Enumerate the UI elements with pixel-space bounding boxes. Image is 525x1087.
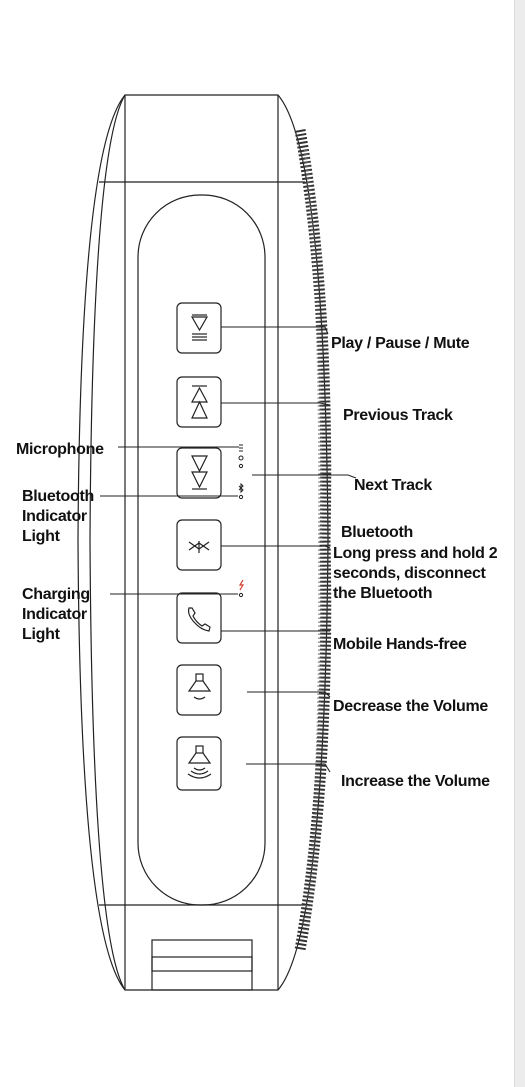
label-bluetooth: Bluetooth — [341, 523, 413, 543]
label-bluetooth-note: Long press and hold 2 seconds, disconnec… — [333, 544, 497, 604]
speaker-grille — [300, 130, 326, 950]
leader-bluetooth — [221, 546, 330, 548]
increase-volume-button[interactable] — [177, 737, 221, 790]
decrease-volume-button[interactable] — [177, 665, 221, 715]
leader-play — [221, 327, 328, 334]
leader-next — [252, 475, 356, 478]
previous-track-button[interactable] — [177, 377, 221, 427]
volume-down-icon — [189, 674, 210, 699]
next-track-icon — [192, 456, 207, 489]
label-play-pause-mute: Play / Pause / Mute — [331, 334, 469, 354]
play-pause-icon — [192, 315, 207, 340]
previous-track-icon — [192, 386, 207, 418]
speaker-left-edge — [90, 95, 125, 990]
scrollbar[interactable] — [514, 0, 525, 1087]
strap-inner — [152, 957, 252, 971]
label-next-track: Next Track — [354, 476, 432, 496]
control-panel — [138, 195, 265, 905]
label-increase-volume: Increase the Volume — [341, 772, 490, 792]
charging-indicator-icon — [239, 580, 243, 597]
label-previous-track: Previous Track — [343, 406, 453, 426]
bluetooth-button[interactable] — [177, 520, 221, 570]
phone-icon — [189, 608, 210, 631]
strap-outer — [152, 940, 252, 990]
label-mobile-hands-free: Mobile Hands-free — [333, 635, 467, 655]
next-track-button[interactable] — [177, 448, 221, 498]
leader-previous — [221, 403, 330, 405]
label-bluetooth-indicator-light: Bluetooth Indicator Light — [22, 487, 94, 547]
label-microphone: Microphone — [16, 440, 104, 460]
label-decrease-volume: Decrease the Volume — [333, 697, 488, 717]
volume-up-icon — [188, 746, 211, 778]
mobile-hands-free-button[interactable] — [177, 593, 221, 643]
label-charging-indicator-light: Charging Indicator Light — [22, 585, 90, 645]
bluetooth-indicator-icon — [239, 484, 243, 499]
speaker-body-outline — [78, 95, 328, 990]
play-pause-mute-button[interactable] — [177, 303, 221, 353]
bluetooth-icon — [189, 541, 209, 553]
microphone-icon — [239, 445, 243, 468]
